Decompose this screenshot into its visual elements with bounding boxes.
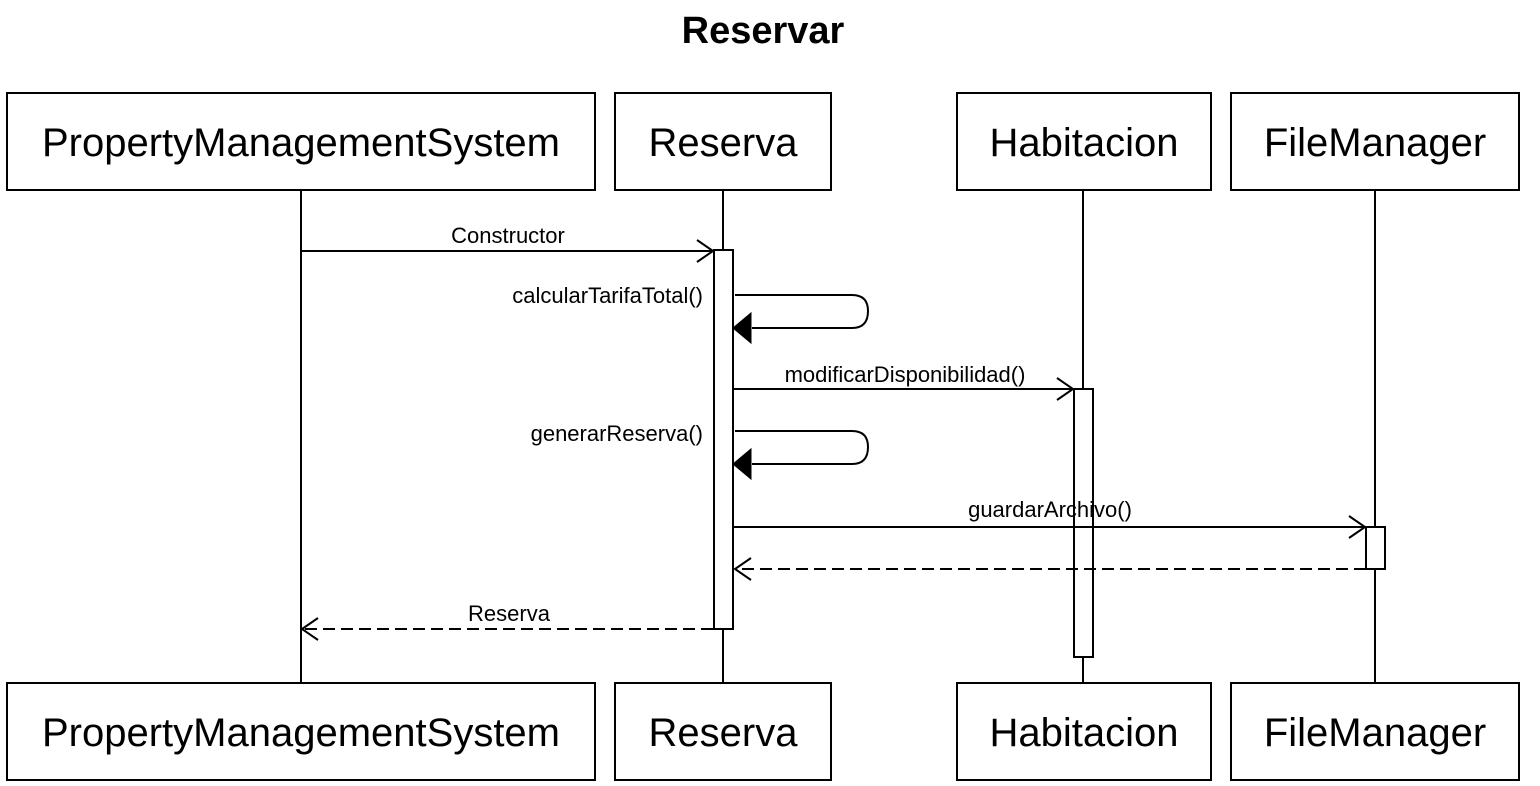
filled-arrowhead xyxy=(732,311,752,345)
message-label: calcularTarifaTotal() xyxy=(512,283,703,308)
message-generar-reserva[interactable]: generarReserva() xyxy=(531,421,870,481)
participant-label: Reserva xyxy=(649,121,799,165)
message-modificar-disponibilidad[interactable]: modificarDisponibilidad() xyxy=(733,362,1075,401)
message-guardar-archivo[interactable]: guardarArchivo() xyxy=(733,497,1367,539)
participant-bottom-reserva[interactable]: Reserva xyxy=(614,682,832,781)
message-calcular-tarifa-total[interactable]: calcularTarifaTotal() xyxy=(512,283,870,345)
participant-label: Habitacion xyxy=(989,121,1178,165)
activation-filemanager xyxy=(1365,526,1386,570)
filled-arrowhead xyxy=(732,447,752,481)
participant-label: PropertyManagementSystem xyxy=(42,711,560,755)
participant-bottom-filemanager[interactable]: FileManager xyxy=(1230,682,1520,781)
participant-top-filemanager[interactable]: FileManager xyxy=(1230,92,1520,191)
activation-habitacion xyxy=(1073,388,1094,658)
participant-top-habitacion[interactable]: Habitacion xyxy=(956,92,1212,191)
open-arrowhead xyxy=(696,239,715,263)
participant-bottom-pms[interactable]: PropertyManagementSystem xyxy=(6,682,596,781)
message-label: generarReserva() xyxy=(531,421,703,446)
open-arrowhead xyxy=(1348,515,1367,539)
participant-label: FileManager xyxy=(1264,121,1486,165)
participant-bottom-habitacion[interactable]: Habitacion xyxy=(956,682,1212,781)
activation-reserva xyxy=(713,249,734,630)
open-arrowhead xyxy=(733,557,752,581)
open-arrowhead xyxy=(1056,377,1075,401)
message-label: Constructor xyxy=(451,223,565,248)
participant-label: PropertyManagementSystem xyxy=(42,121,560,165)
participant-label: FileManager xyxy=(1264,711,1486,755)
participant-label: Habitacion xyxy=(989,711,1178,755)
participant-label: Reserva xyxy=(649,711,799,755)
participant-top-pms[interactable]: PropertyManagementSystem xyxy=(6,92,596,191)
message-label: Reserva xyxy=(468,601,551,626)
message-label: modificarDisponibilidad() xyxy=(785,362,1026,387)
participant-top-reserva[interactable]: Reserva xyxy=(614,92,832,191)
message-return-reserva[interactable]: Reserva xyxy=(300,601,713,641)
message-return-filemanager[interactable] xyxy=(733,557,1366,581)
diagram-title: Reservar xyxy=(682,10,845,52)
open-arrowhead xyxy=(300,617,319,641)
message-constructor[interactable]: Constructor xyxy=(301,223,715,263)
message-label: guardarArchivo() xyxy=(968,497,1132,522)
